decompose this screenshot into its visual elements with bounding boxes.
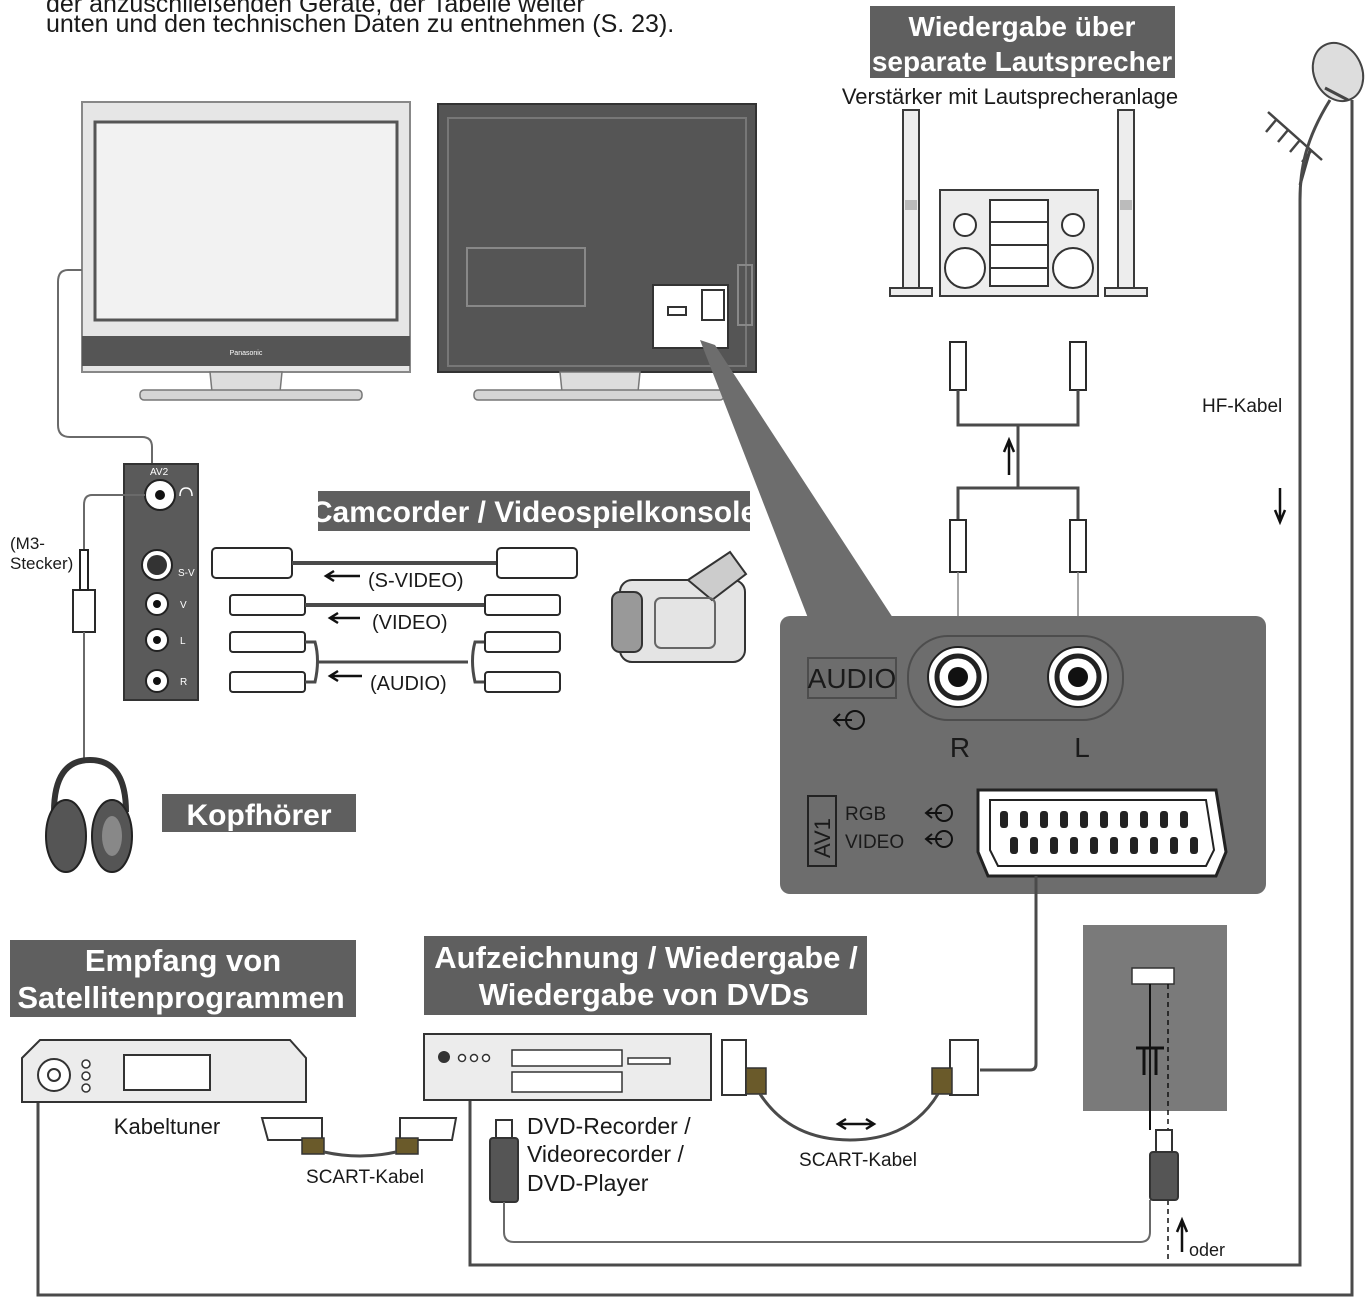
- video-jack-label: V: [180, 600, 187, 611]
- satellite-dish-icon: [1311, 41, 1365, 103]
- satellite-title-line-2: Satellitenprogrammen: [17, 980, 344, 1015]
- video-cable: [229, 594, 561, 616]
- speakers-title-box: [870, 6, 1175, 78]
- m3-plug: [72, 589, 96, 633]
- audio-r-jack-label: R: [180, 677, 187, 688]
- svideo-cable: [211, 547, 578, 579]
- scart-cable-tuner: [260, 1117, 458, 1158]
- dvd-device-line-1: DVD-Recorder /: [527, 1113, 691, 1139]
- arrow-both-icon: [835, 1117, 877, 1131]
- m3-label-line-2: Stecker): [10, 554, 73, 573]
- satellite-title-line-1: Empfang von: [85, 943, 281, 978]
- recording-title-line-1: Aufzeichnung / Wiedergabe /: [434, 940, 858, 975]
- headphones-title-box: [162, 794, 356, 832]
- svideo-label: (S-VIDEO): [368, 570, 464, 592]
- scart-cable-label-dvd: SCART-Kabel: [799, 1150, 917, 1171]
- dvd-device-line-2: Videorecorder /: [527, 1141, 684, 1167]
- cable-tuner-label: Kabeltuner: [114, 1114, 220, 1139]
- m3-label-line-1: (M3-: [10, 534, 45, 553]
- tv-brand-logo: Panasonic: [230, 350, 263, 357]
- recording-title-box: [424, 936, 867, 1015]
- scart-cable-label-tuner: SCART-Kabel: [306, 1167, 424, 1188]
- tv-front: Panasonic: [81, 101, 411, 401]
- rgb-input-icon: [924, 804, 953, 822]
- hf-cable-label: HF-Kabel: [1202, 396, 1282, 417]
- rf-plug-wall: [1149, 1129, 1179, 1201]
- scart-cable-dvd: [721, 876, 1038, 1142]
- dvd-recorder: [423, 1033, 712, 1101]
- arrow-up-icon: [1002, 436, 1016, 475]
- tv-back: [437, 103, 757, 401]
- video-jack[interactable]: [145, 592, 169, 616]
- amplifier-speaker-system: [889, 109, 1148, 297]
- intro-line-2: unten und den technischen Daten zu entne…: [46, 10, 674, 38]
- side-panel-leader-line: [57, 269, 153, 464]
- oder-label: oder: [1189, 1240, 1225, 1260]
- wall-antenna-socket: [1083, 925, 1227, 1111]
- speakers-title-line-2: separate Lautsprecher: [872, 46, 1172, 77]
- headphones-icon: [45, 756, 133, 873]
- audio-rca-cable-speakers: [949, 341, 1087, 640]
- speakers-title-line-1: Wiedergabe über: [909, 11, 1136, 42]
- wall-socket-outlet: [1131, 967, 1175, 985]
- audio-jack-r-label: R: [950, 732, 970, 763]
- audio-cable-camcorder: [229, 631, 561, 693]
- camcorder-icon: [611, 550, 748, 663]
- headphone-cable-top: [83, 494, 145, 550]
- headphone-small-icon: [179, 487, 193, 497]
- audio-jack-r[interactable]: [927, 646, 989, 708]
- intro-line-1: der anzuschließenden Geräte, der Tabelle…: [46, 0, 585, 18]
- dvd-device-line-3: DVD-Player: [527, 1170, 649, 1196]
- audio-l-jack[interactable]: [145, 628, 169, 652]
- satellite-title-box: [10, 940, 356, 1017]
- arrow-left-icon: [327, 669, 362, 683]
- audio-label-box: [807, 657, 897, 699]
- audio-l-jack-label: L: [180, 636, 186, 647]
- video-input-icon: [924, 830, 953, 848]
- rgb-label: RGB: [845, 804, 886, 825]
- antenna-icon: [1265, 111, 1323, 186]
- cable-tuner: [21, 1039, 307, 1103]
- amplifier-label: Verstärker mit Lautsprecheranlage: [842, 84, 1178, 109]
- av1-label-box: [807, 795, 837, 867]
- recording-title-line-2: Wiedergabe von DVDs: [479, 977, 809, 1012]
- video-label: VIDEO: [845, 832, 904, 853]
- arrow-down-icon: [1273, 488, 1287, 526]
- arrow-left-icon: [323, 569, 360, 583]
- audio-label-camcorder: (AUDIO): [370, 673, 447, 695]
- av2-label: AV2: [150, 467, 169, 478]
- audio-jack-group: [907, 635, 1124, 721]
- audio-jack-l[interactable]: [1047, 646, 1109, 708]
- audio-r-jack[interactable]: [145, 669, 169, 693]
- hf-cable-tuner: [36, 100, 1354, 1297]
- arrow-up-icon: [1175, 1216, 1189, 1252]
- headphone-jack[interactable]: [144, 479, 176, 511]
- headphones-title: Kopfhörer: [187, 799, 332, 832]
- zoom-indicator: [700, 340, 893, 618]
- camcorder-title-box: [318, 491, 750, 531]
- rf-plug-dvd: [489, 1119, 1151, 1243]
- audio-jack-l-label: L: [1074, 732, 1090, 763]
- arrow-left-icon: [327, 611, 360, 625]
- video-label: (VIDEO): [372, 612, 448, 634]
- svideo-jack-label: S-V: [178, 568, 195, 579]
- audio-label: AUDIO: [808, 663, 897, 694]
- camcorder-title: Camcorder / Videospielkonsole: [311, 496, 757, 529]
- av1-label: AV1: [810, 818, 835, 858]
- scart-socket-av1[interactable]: [976, 788, 1228, 878]
- audio-input-icon: [832, 710, 865, 730]
- hf-cable-dvd: [468, 99, 1332, 1267]
- svideo-jack[interactable]: [141, 549, 173, 581]
